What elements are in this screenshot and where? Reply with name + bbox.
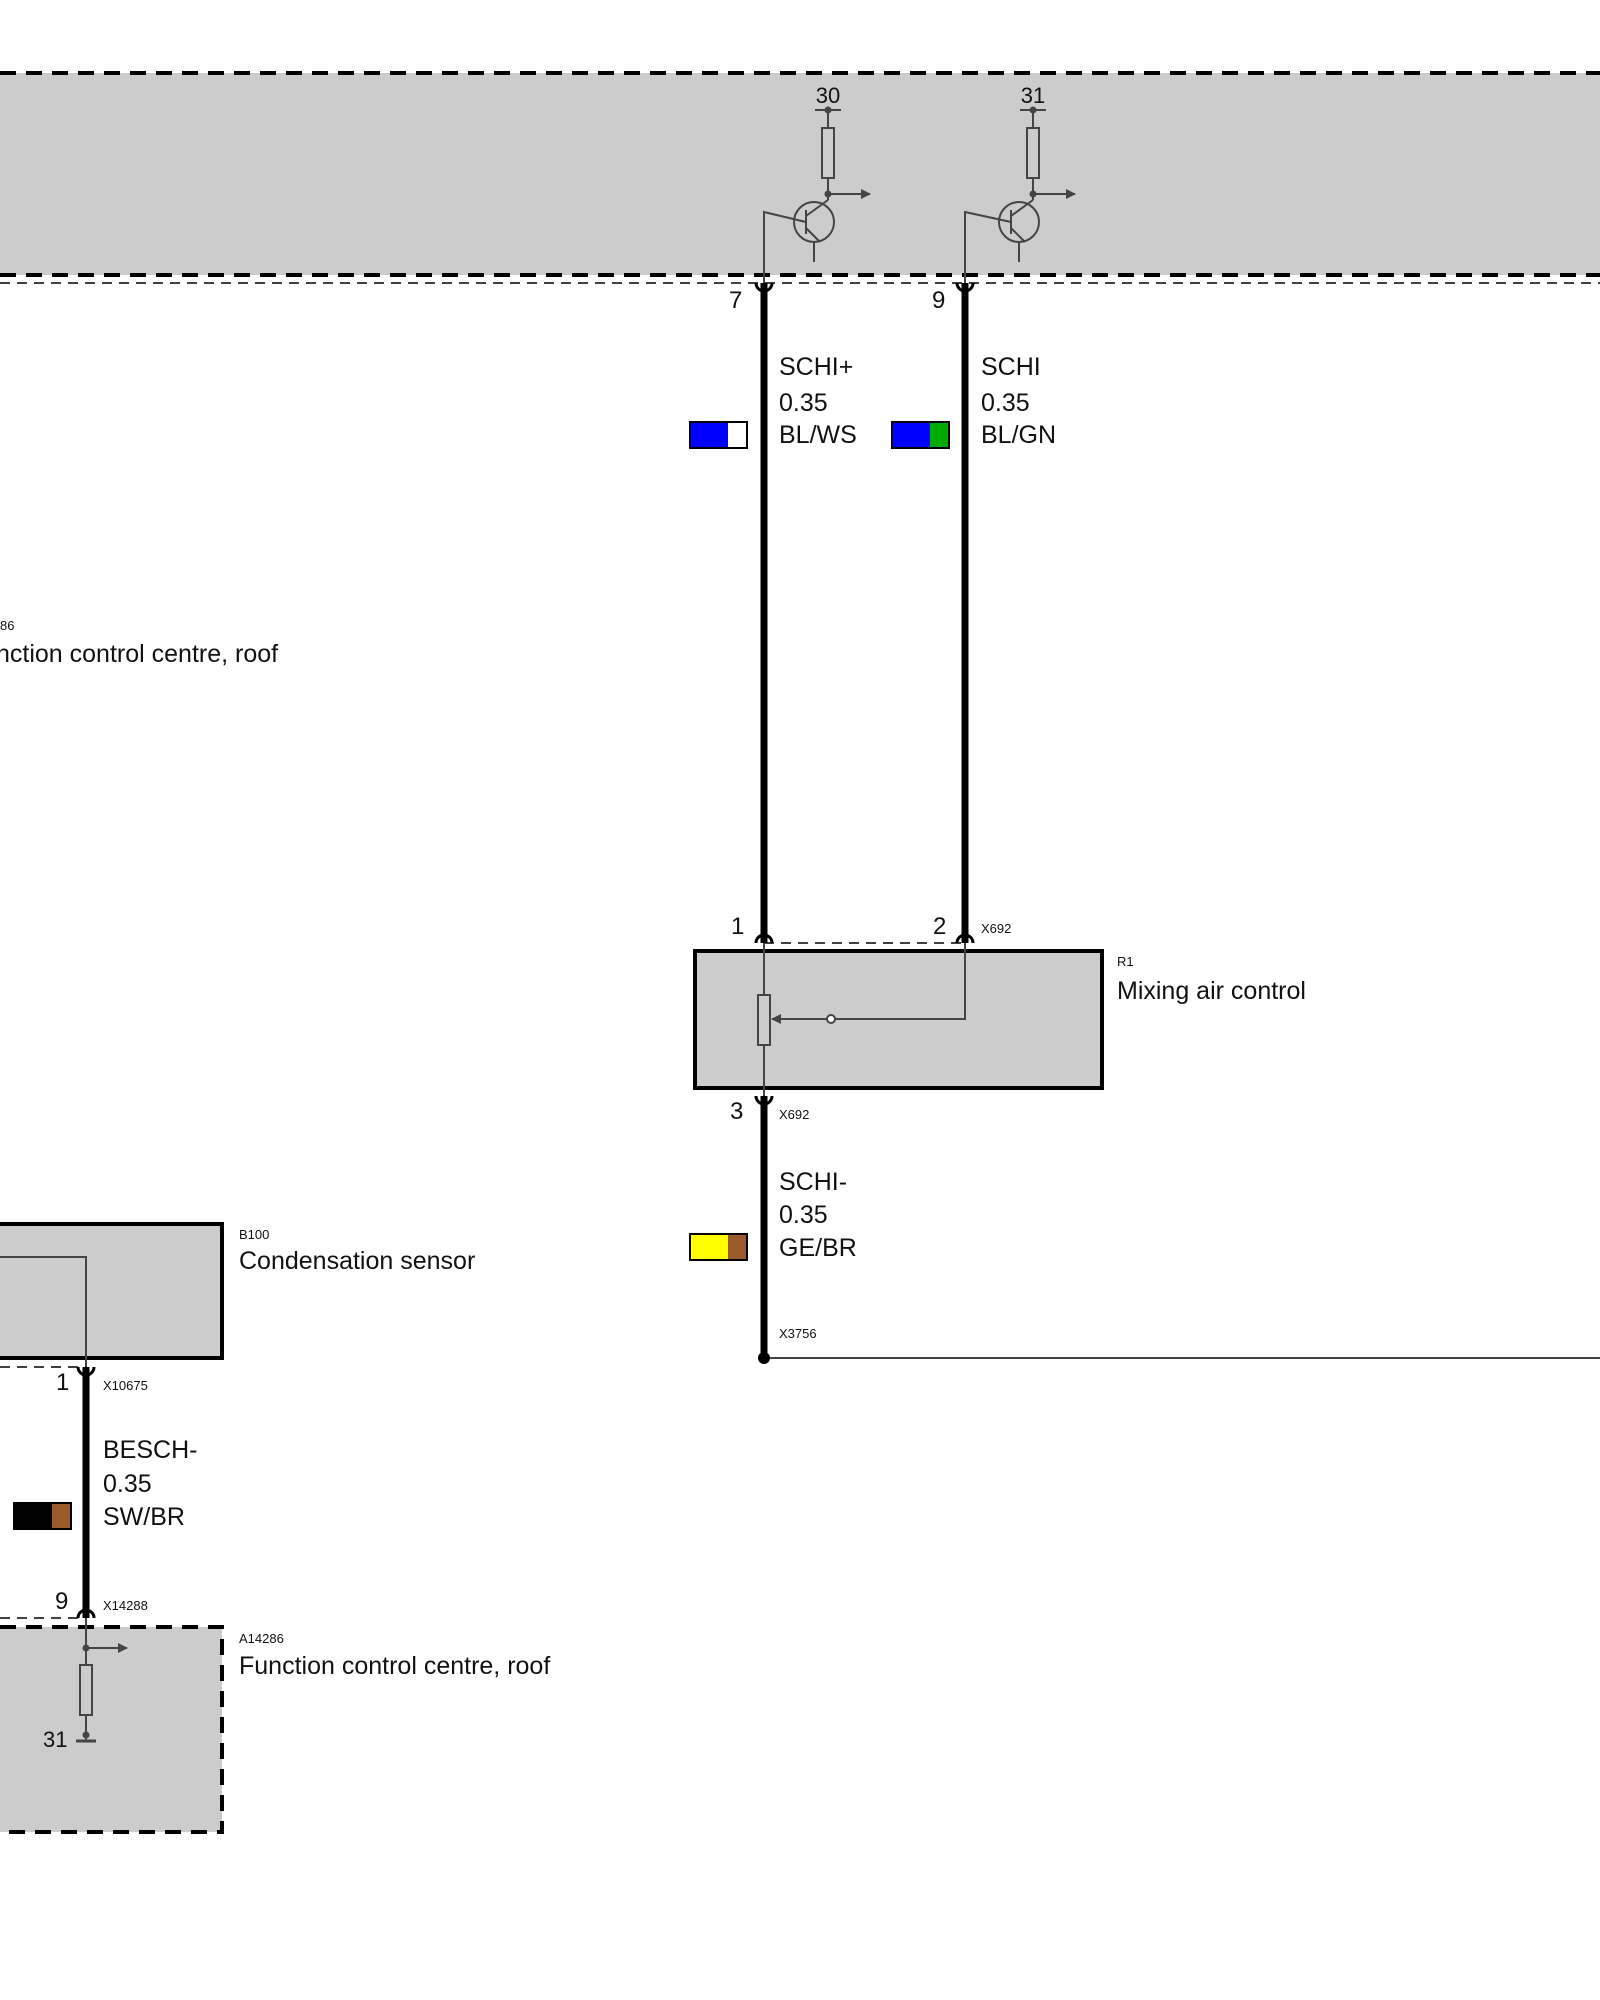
- top-module-body: [0, 73, 1600, 275]
- wire-color-swatch-frame: [689, 1233, 748, 1261]
- condensation-sensor: B100 Condensation sensor 1 X10675: [0, 1222, 475, 1396]
- connector-cup-icon: [754, 933, 774, 944]
- wire-color-swatch-secondary: [930, 422, 949, 448]
- wire-gauge: 0.35: [981, 389, 1030, 417]
- output-driver-31: 31: [964, 83, 1076, 283]
- pin-3: 3: [730, 1098, 743, 1125]
- connector-cup-icon: [754, 1095, 774, 1106]
- wire-color-swatch-frame: [689, 421, 748, 449]
- pin-1: 1: [56, 1369, 69, 1396]
- pin-9: 9: [55, 1588, 68, 1615]
- connector-cup-icon: [754, 282, 774, 293]
- wire-color-swatch-secondary: [728, 422, 747, 448]
- wire-schi-plus: SCHI+ 0.35 BL/WS: [689, 282, 857, 944]
- component-code: B100: [239, 1227, 269, 1242]
- component-name: Condensation sensor: [239, 1247, 475, 1275]
- top-module-pin-7: 7: [729, 287, 742, 314]
- connector-code: X14288: [103, 1598, 148, 1613]
- wire-color-swatch-primary: [892, 422, 930, 448]
- module-body: [0, 1627, 222, 1832]
- wire-besch-minus: BESCH- 0.35 SW/BR: [13, 1366, 197, 1619]
- wire-gauge: 0.35: [779, 389, 828, 417]
- wire-color-code: BL/WS: [779, 421, 857, 449]
- wire-schi: SCHI 0.35 BL/GN: [891, 282, 1056, 944]
- component-body: [0, 1222, 224, 1360]
- top-module: 30 31 7 9: [0, 71, 1600, 314]
- pin-2: 2: [933, 913, 946, 940]
- pin-1: 1: [731, 913, 744, 940]
- wire-schi-minus: SCHI- 0.35 GE/BR X3756: [689, 1095, 1600, 1364]
- wire-signal: SCHI+: [779, 353, 853, 381]
- wire-color-swatch-secondary: [728, 1234, 747, 1260]
- wire-color-code: BL/GN: [981, 421, 1056, 449]
- wire-color-code: GE/BR: [779, 1234, 857, 1262]
- connector-cup-icon: [76, 1366, 96, 1377]
- wire-signal: SCHI: [981, 353, 1041, 381]
- wire-signal: SCHI-: [779, 1168, 847, 1196]
- connector-cup-icon: [76, 1608, 96, 1619]
- module-border: [0, 1625, 224, 1834]
- wire-color-swatch-secondary: [52, 1503, 71, 1529]
- wire-signal: BESCH-: [103, 1436, 197, 1464]
- connector-cup-icon: [955, 933, 975, 944]
- connector-code: X10675: [103, 1378, 148, 1393]
- connector-cup-icon: [955, 282, 975, 293]
- wire-color-swatch-primary: [690, 422, 728, 448]
- splice-connector-code: X3756: [779, 1326, 817, 1341]
- ground-terminal-label: 31: [43, 1727, 67, 1752]
- wire-color-swatch-primary: [690, 1234, 728, 1260]
- terminal-31-label: 31: [1021, 83, 1045, 108]
- wire-color-swatch-frame: [13, 1502, 72, 1530]
- top-module-name: nction control centre, roof: [0, 640, 278, 668]
- wire-gauge: 0.35: [103, 1470, 152, 1498]
- wire-color-swatch-frame: [891, 421, 950, 449]
- top-module-pin-9: 9: [932, 287, 945, 314]
- wire-gauge: 0.35: [779, 1201, 828, 1229]
- output-driver-30: 30: [763, 83, 871, 283]
- top-module-code: 86: [0, 618, 14, 633]
- terminal-30-label: 30: [816, 83, 840, 108]
- wire-color-swatch-primary: [14, 1503, 52, 1529]
- wire-color-code: SW/BR: [103, 1503, 185, 1531]
- splice-dot-icon: [758, 1352, 770, 1364]
- component-name: Mixing air control: [1117, 977, 1306, 1005]
- component-code: A14286: [239, 1631, 284, 1646]
- bottom-module: 31 9 X14288 A14286 Function control cent…: [0, 1588, 550, 1834]
- mixing-air-control: 1 2 X692 R1 Mixing air control 3 X692: [693, 913, 1306, 1125]
- connector-code-bottom: X692: [779, 1107, 809, 1122]
- component-code: R1: [1117, 954, 1134, 969]
- connector-code-top: X692: [981, 921, 1011, 936]
- component-name: Function control centre, roof: [239, 1652, 550, 1680]
